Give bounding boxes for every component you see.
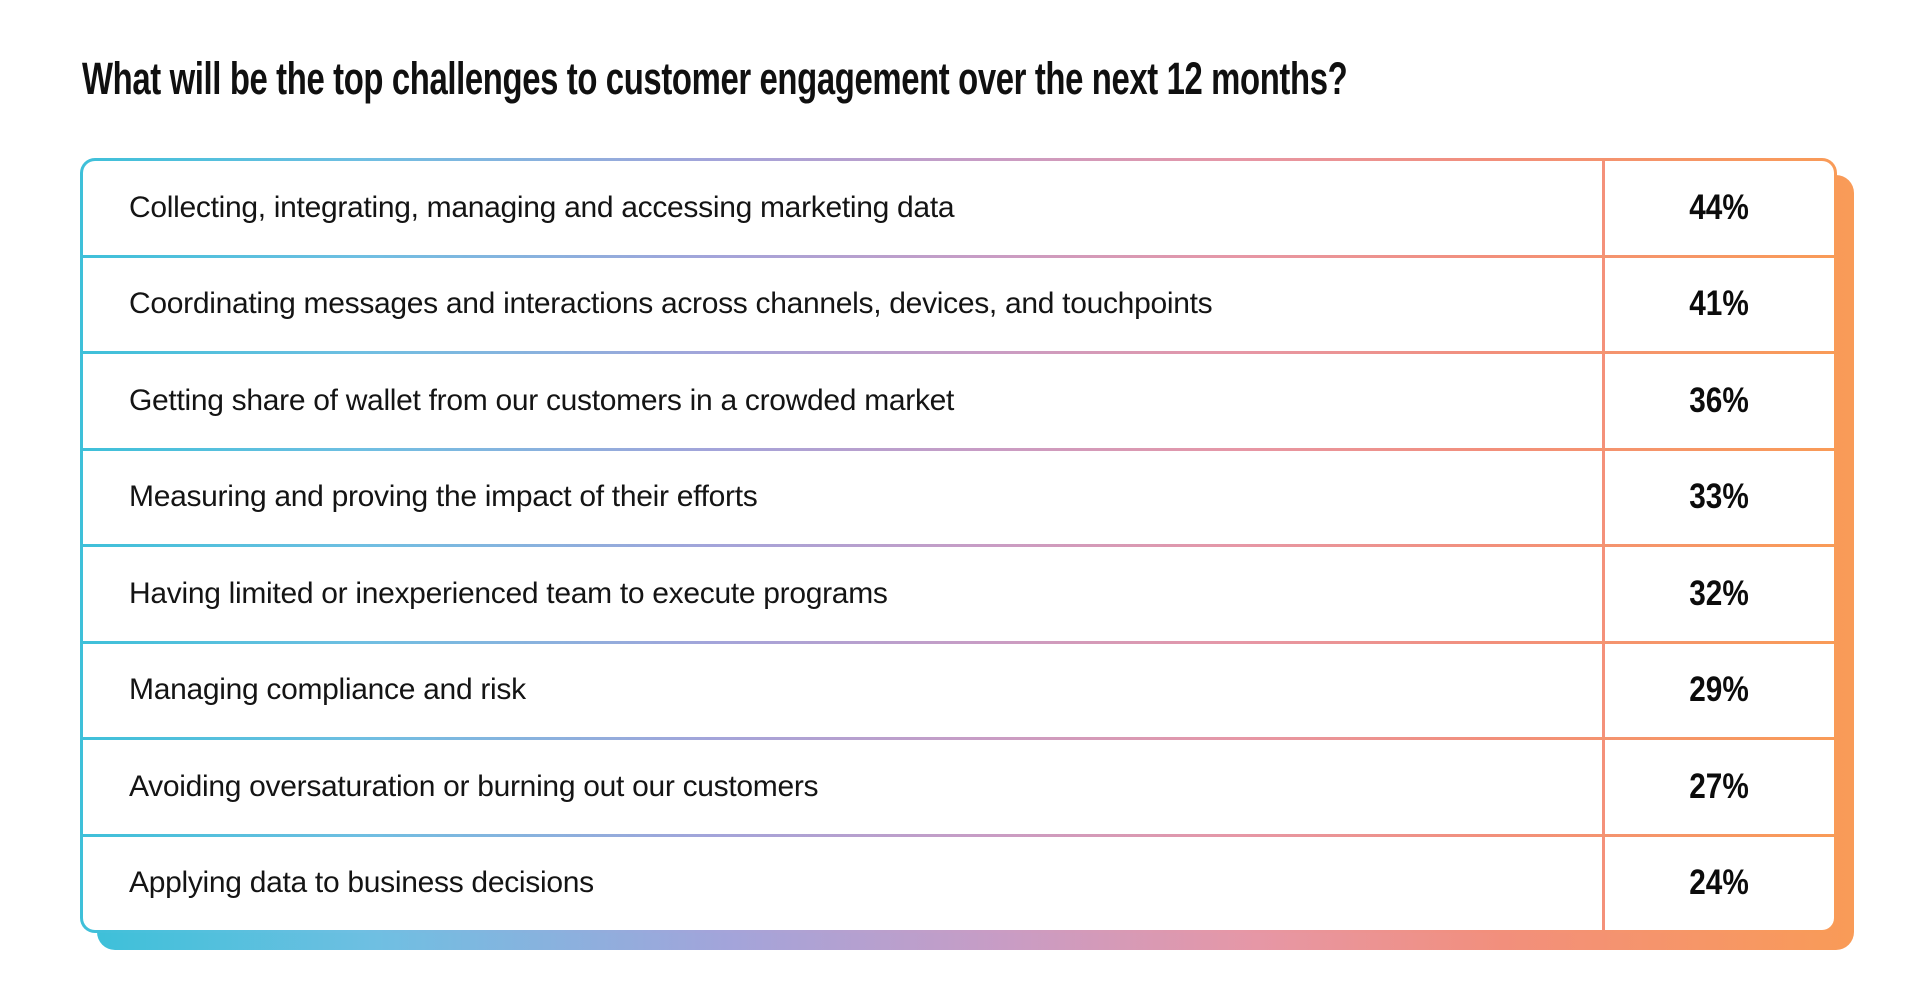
row-value-text: 44% <box>1689 187 1750 227</box>
table-row: Getting share of wallet from our custome… <box>83 351 1834 448</box>
row-label: Coordinating messages and interactions a… <box>129 287 1213 321</box>
table-row: Collecting, integrating, managing and ac… <box>83 161 1834 255</box>
row-label: Having limited or inexperienced team to … <box>129 576 888 610</box>
row-label: Getting share of wallet from our custome… <box>129 383 955 417</box>
challenges-table: Collecting, integrating, managing and ac… <box>80 158 1837 933</box>
row-value-text: 29% <box>1689 670 1750 710</box>
row-value: 44% <box>1602 161 1834 255</box>
row-value: 41% <box>1602 257 1834 351</box>
row-label: Managing compliance and risk <box>129 673 526 707</box>
row-value-text: 24% <box>1689 863 1750 903</box>
table-row: Applying data to business decisions 24% <box>83 833 1834 930</box>
page-title: What will be the top challenges to custo… <box>82 53 1348 104</box>
table-row: Coordinating messages and interactions a… <box>83 254 1834 351</box>
row-value-text: 41% <box>1689 284 1750 324</box>
row-value: 32% <box>1602 547 1834 641</box>
row-value-text: 27% <box>1689 766 1750 806</box>
row-value-text: 33% <box>1689 477 1750 517</box>
row-value-text: 36% <box>1689 380 1750 420</box>
table-row: Measuring and proving the impact of thei… <box>83 447 1834 544</box>
challenges-card-wrap: Collecting, integrating, managing and ac… <box>80 158 1854 950</box>
row-label: Avoiding oversaturation or burning out o… <box>129 769 819 803</box>
table-row: Managing compliance and risk 29% <box>83 640 1834 737</box>
row-label: Measuring and proving the impact of thei… <box>129 480 758 514</box>
row-value-text: 32% <box>1689 573 1750 613</box>
row-value: 24% <box>1602 836 1834 930</box>
table-row: Avoiding oversaturation or burning out o… <box>83 737 1834 834</box>
row-value: 29% <box>1602 643 1834 737</box>
row-label: Applying data to business decisions <box>129 866 594 900</box>
row-value: 33% <box>1602 450 1834 544</box>
row-value: 27% <box>1602 740 1834 834</box>
row-value: 36% <box>1602 354 1834 448</box>
row-label: Collecting, integrating, managing and ac… <box>129 190 955 224</box>
table-row: Having limited or inexperienced team to … <box>83 544 1834 641</box>
